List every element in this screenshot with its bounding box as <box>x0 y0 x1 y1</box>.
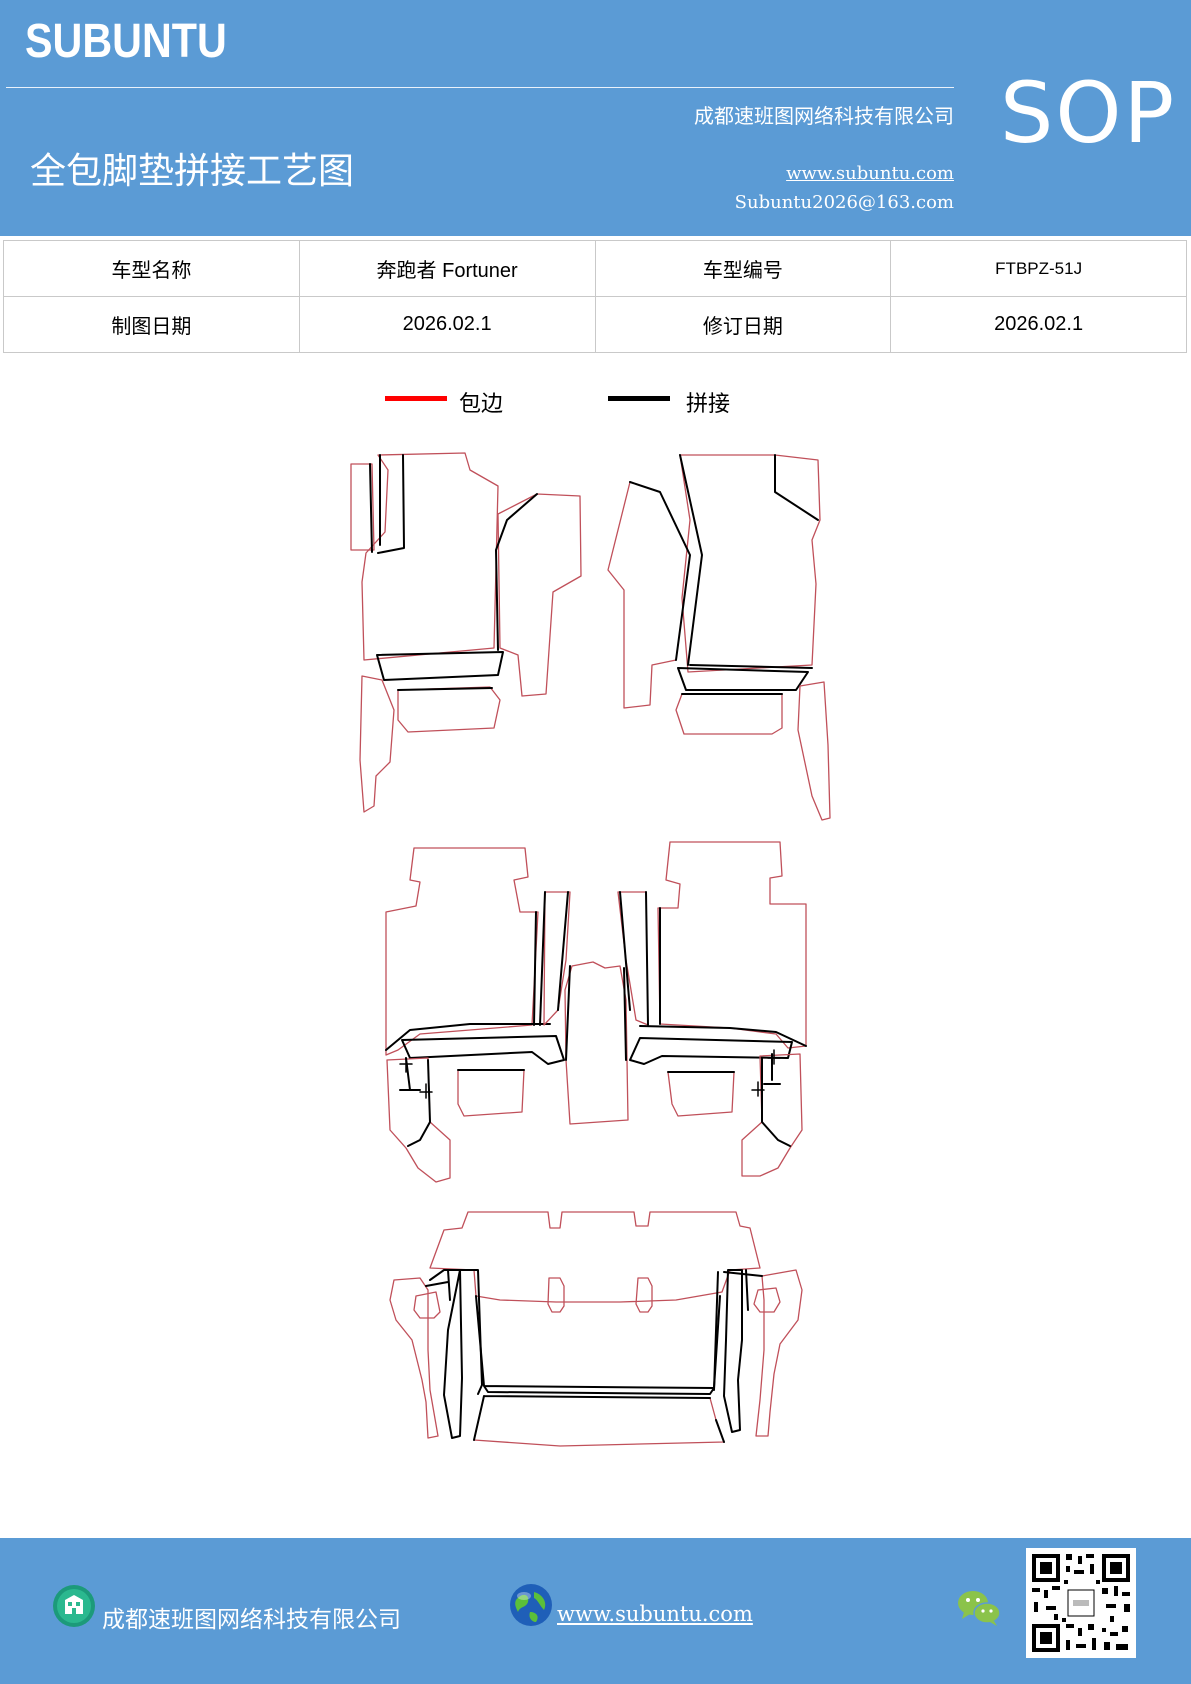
third-row-left-seam <box>425 1269 483 1439</box>
front-left-side-pad <box>350 463 375 551</box>
qr-code <box>1026 1548 1136 1658</box>
front-left-main-mat <box>361 452 499 661</box>
front-right-side-strip <box>607 481 691 709</box>
edge-line-swatch <box>385 396 447 401</box>
floor-mat-diagram <box>350 452 831 1447</box>
second-row-center-seam <box>565 965 627 1061</box>
sop-badge: SOP <box>1000 64 1177 162</box>
drawing-date-value: 2026.02.1 <box>298 296 596 353</box>
second-row-center-hump <box>564 961 629 1125</box>
vehicle-info-table: 车型名称 奔跑者 Fortuner 车型编号 FTBPZ-51J 制图日期 20… <box>3 240 1187 353</box>
second-row-left-seam <box>385 911 551 1051</box>
header-company-name: 成都速班图网络科技有限公司 <box>694 104 954 128</box>
second-row-right-seam <box>639 907 807 1047</box>
header: SUBUNTU 成都速班图网络科技有限公司 全包脚垫拼接工艺图 www.subu… <box>0 0 1191 236</box>
second-row-right-rear-strip <box>629 1037 793 1065</box>
seam-line-swatch <box>608 396 670 401</box>
revision-date-value: 2026.02.1 <box>890 296 1187 353</box>
third-row-left-pad <box>413 1291 441 1319</box>
front-left-heel-strip <box>376 651 504 681</box>
second-row-left-rear-strip <box>401 1035 565 1065</box>
front-right-main-mat <box>679 454 821 673</box>
front-right-seam <box>679 454 819 669</box>
model-name-value: 奔跑者 Fortuner <box>298 240 596 297</box>
footer: 成都速班图网络科技有限公司 www.subuntu.com <box>0 1538 1191 1684</box>
front-left-rocker-strip <box>359 675 395 813</box>
footer-company-name: 成都速班图网络科技有限公司 <box>102 1607 401 1633</box>
third-row-right-seam <box>713 1269 763 1433</box>
qr-code-pattern <box>1032 1554 1130 1652</box>
front-left-side-strip <box>497 493 582 697</box>
model-name-label: 车型名称 <box>3 240 300 297</box>
third-row-left-wing <box>389 1277 439 1439</box>
table-row: 车型名称 奔跑者 Fortuner 车型编号 FTBPZ-51J <box>3 240 1187 297</box>
second-row-left-rocker-strip <box>386 1057 451 1183</box>
table-row: 制图日期 2026.02.1 修订日期 2026.02.1 <box>3 296 1187 353</box>
third-row-right-rear-pad <box>635 1277 653 1313</box>
front-left-seam <box>369 454 405 554</box>
model-code-label: 车型编号 <box>594 240 892 297</box>
second-row-right-heel-pad <box>667 1071 735 1117</box>
second-row-right-rocker-strip <box>741 1053 803 1177</box>
front-left-heel-pad <box>397 686 501 733</box>
front-left-heel-seam <box>397 687 493 691</box>
brand-logo: SUBUNTU <box>25 15 227 68</box>
header-website-link[interactable]: www.subuntu.com <box>786 163 954 184</box>
front-right-heel-pad <box>675 693 783 735</box>
second-row-left-heel-pad <box>457 1069 525 1117</box>
front-right-mat-group <box>607 454 831 821</box>
front-right-heel-strip <box>677 667 809 691</box>
third-row-floor-seam <box>475 1295 721 1395</box>
revision-date-label: 修订日期 <box>594 296 892 353</box>
legend-seam-label: 拼接 <box>686 392 731 417</box>
third-row-right-pad <box>753 1287 781 1313</box>
third-row-left-rear-pad <box>547 1277 565 1313</box>
building-icon <box>53 1585 95 1627</box>
third-row-right-wing <box>755 1269 803 1437</box>
second-row-left-rocker-seam <box>399 1057 431 1147</box>
second-row-left-console-strip <box>543 891 571 1026</box>
second-row-left-console-seam <box>539 891 569 1026</box>
drawing-date-label: 制图日期 <box>3 296 300 353</box>
second-row-right-mat <box>657 841 807 1049</box>
third-row-mat-group <box>389 1211 803 1447</box>
second-row-right-rocker-seam <box>761 1053 791 1147</box>
seat-rail-mark-left <box>399 1057 433 1099</box>
legend-edge-label: 包边 <box>459 392 504 417</box>
second-row-left-mat <box>385 847 539 1056</box>
front-right-side-seam <box>629 481 691 661</box>
third-row-trunk-seam <box>473 1395 725 1443</box>
second-row-mat-group <box>385 841 807 1183</box>
footer-website-link[interactable]: www.subuntu.com <box>557 1602 753 1626</box>
seat-rail-mark-right <box>751 1049 781 1097</box>
front-right-rocker-strip <box>797 681 831 821</box>
front-left-mat-group <box>350 452 582 813</box>
third-row-trunk-strip <box>473 1395 725 1447</box>
front-left-side-seam <box>495 493 538 651</box>
document-title: 全包脚垫拼接工艺图 <box>30 151 355 192</box>
second-row-right-console-seam <box>619 891 649 1026</box>
header-divider <box>6 87 954 88</box>
header-email: Subuntu2026@163.com <box>734 192 954 213</box>
globe-icon <box>510 1584 552 1626</box>
model-code-value: FTBPZ-51J <box>890 240 1187 297</box>
wechat-icon <box>958 1591 1001 1626</box>
